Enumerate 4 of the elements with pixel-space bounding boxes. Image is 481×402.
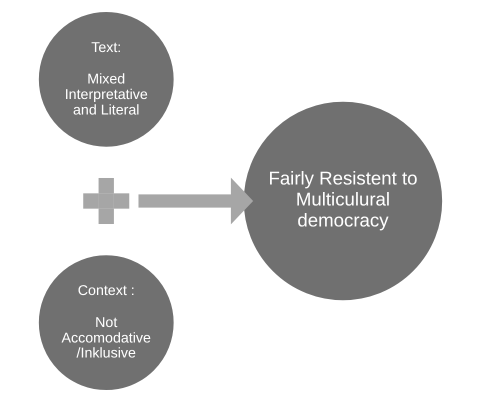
node-circle: Text: Mixed Interpretative and Literal — [38, 12, 174, 147]
node-circle: Context : Not Accomodative /Inklusive — [38, 255, 174, 390]
node-circle: Fairly Resistent to Multiculural democracy — [244, 102, 442, 300]
arrow — [138, 178, 254, 224]
